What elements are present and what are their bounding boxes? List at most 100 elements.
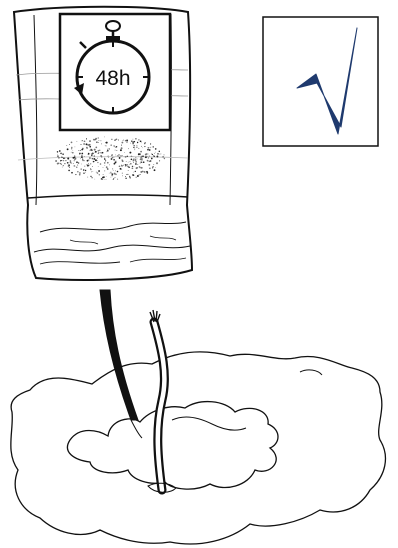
granule-dot xyxy=(144,171,146,173)
granule-dot xyxy=(128,148,129,149)
granule-dot xyxy=(115,155,116,156)
granule-dot xyxy=(102,152,104,154)
granule-dot xyxy=(159,160,160,161)
granule-dot xyxy=(130,143,131,144)
granule-dot xyxy=(141,167,143,169)
granule-dot xyxy=(63,165,64,166)
granule-dot xyxy=(142,147,143,148)
granule-dot xyxy=(150,143,151,144)
granule-dot xyxy=(141,146,142,147)
granule-dot xyxy=(78,150,79,151)
granule-dot xyxy=(135,138,137,140)
granule-dot xyxy=(133,139,134,140)
granule-dot xyxy=(67,148,69,150)
granule-dot xyxy=(156,162,158,164)
granule-dot xyxy=(124,164,125,165)
granule-dot xyxy=(140,151,142,153)
granule-dot xyxy=(96,141,97,142)
granule-dot xyxy=(95,159,97,161)
granule-dot xyxy=(122,155,123,156)
granule-dot xyxy=(57,151,58,152)
granule-dot xyxy=(109,165,110,166)
granule-dot xyxy=(132,142,133,143)
granule-dot xyxy=(84,166,85,167)
granule-dot xyxy=(149,149,151,151)
granule-dot xyxy=(147,172,149,174)
granule-dot xyxy=(133,172,134,173)
granule-dot xyxy=(100,140,101,141)
granule-dot xyxy=(90,169,91,170)
granule-dot xyxy=(93,158,95,160)
granule-dot xyxy=(140,157,142,159)
granule-dot xyxy=(121,147,123,149)
granule-dot xyxy=(98,152,99,153)
granule-dot xyxy=(128,170,129,171)
granule-dot xyxy=(114,147,115,148)
granule-dot xyxy=(87,177,88,178)
granule-dot xyxy=(88,163,89,164)
granule-dot xyxy=(107,150,109,152)
granule-dot xyxy=(128,174,129,175)
granule-dot xyxy=(118,140,119,141)
granule-dot xyxy=(99,174,100,175)
granule-dot xyxy=(85,172,86,173)
granule-dot xyxy=(149,161,150,162)
granule-dot xyxy=(136,146,137,147)
granule-dot xyxy=(92,154,93,155)
granule-dot xyxy=(82,159,83,160)
granule-dot xyxy=(100,163,102,165)
granule-dot xyxy=(127,174,128,175)
granule-dot xyxy=(140,171,141,172)
granule-dot xyxy=(119,157,121,159)
granule-dot xyxy=(73,163,74,164)
granule-dot xyxy=(121,144,122,145)
granule-dot xyxy=(141,159,142,160)
granule-dot xyxy=(81,164,82,165)
granule-dot xyxy=(113,145,114,146)
granule-dot xyxy=(91,153,92,154)
granule-dot xyxy=(68,165,70,167)
granule-dot xyxy=(133,161,134,162)
granule-dot xyxy=(137,164,138,165)
granule-dot xyxy=(98,170,100,172)
granule-dot xyxy=(64,158,65,159)
granule-dot xyxy=(126,174,127,175)
granule-dot xyxy=(58,163,60,165)
granule-dot xyxy=(71,147,72,148)
granule-dot xyxy=(109,173,110,174)
granule-dot xyxy=(98,137,99,138)
granule-dot xyxy=(64,163,65,164)
granule-dot xyxy=(135,161,136,162)
granule-dot xyxy=(70,160,72,162)
granule-dot xyxy=(153,155,154,156)
granule-dot xyxy=(97,162,98,163)
granule-dot xyxy=(71,163,72,164)
granule-dot xyxy=(117,155,118,156)
granule-dot xyxy=(114,163,116,165)
granule-dot xyxy=(104,162,106,164)
granule-dot xyxy=(122,175,123,176)
granule-dot xyxy=(94,155,96,157)
granule-dot xyxy=(147,156,148,157)
granule-dot xyxy=(106,142,108,144)
granule-dot xyxy=(128,162,129,163)
granule-dot xyxy=(81,144,82,145)
granule-dot xyxy=(60,160,61,161)
granule-dot xyxy=(134,148,135,149)
granule-dot xyxy=(76,167,77,168)
granule-dot xyxy=(87,165,89,167)
granule-dot xyxy=(135,157,136,158)
granule-dot xyxy=(135,163,137,165)
granule-dot xyxy=(84,156,85,157)
granule-dot xyxy=(106,166,108,168)
granule-dot xyxy=(98,142,99,143)
granule-dot xyxy=(140,140,142,142)
granule-dot xyxy=(105,160,106,161)
granule-dot xyxy=(67,162,69,164)
granule-dot xyxy=(85,170,86,171)
granule-dot xyxy=(148,147,150,149)
granule-dot xyxy=(113,159,115,161)
granule-dot xyxy=(82,148,83,149)
granule-dot xyxy=(121,165,123,167)
granule-dot xyxy=(63,160,64,161)
